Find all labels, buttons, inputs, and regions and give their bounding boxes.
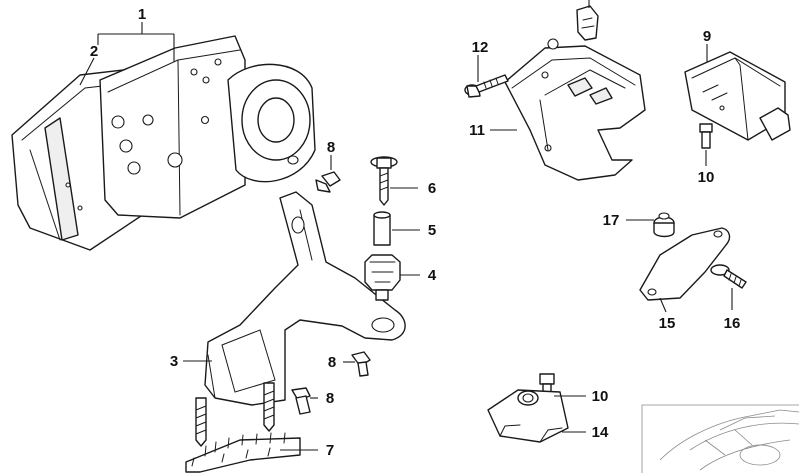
callout-4: 4 [428, 267, 437, 284]
screw-8-middle [351, 351, 371, 377]
control-unit-module [684, 51, 791, 141]
callout-11: 11 [469, 122, 485, 139]
leader-15 [659, 297, 667, 313]
callout-8-middle: 8 [328, 354, 336, 371]
rubber-mount [364, 254, 401, 301]
callout-numbers: 1 2 3 4 5 6 7 8 8 8 9 10 10 11 12 14 15 … [90, 6, 741, 459]
protective-cap-strip [185, 432, 301, 473]
callout-16: 16 [724, 315, 741, 332]
screw-8-upper [315, 171, 341, 193]
abs-mounting-bracket [195, 191, 406, 447]
vehicle-thumbnail [641, 404, 799, 473]
hex-bolt-with-washer [370, 156, 398, 206]
callout-8-lower: 8 [326, 390, 334, 407]
callout-17: 17 [603, 212, 620, 229]
callout-7: 7 [326, 442, 334, 459]
callout-2: 2 [90, 43, 98, 60]
callout-8-upper: 8 [327, 139, 335, 156]
callout-3: 3 [170, 353, 178, 370]
abs-hydraulic-unit [11, 35, 316, 251]
leader-lines [79, 0, 733, 451]
mounting-plate-15 [639, 227, 731, 301]
screw-8-lower [291, 387, 311, 415]
callout-1: 1 [138, 6, 146, 23]
callout-5: 5 [428, 222, 436, 239]
rubber-bushing-17 [653, 212, 675, 238]
callout-9: 9 [703, 28, 711, 45]
leader-2 [79, 57, 95, 86]
sensor-14 [487, 389, 569, 443]
screw-16 [710, 264, 747, 289]
callout-6: 6 [428, 180, 436, 197]
spacer-sleeve [373, 211, 391, 246]
callout-15: 15 [659, 315, 676, 332]
callout-14: 14 [592, 424, 609, 441]
callout-10-lower: 10 [592, 388, 609, 405]
callout-12: 12 [472, 39, 489, 56]
screw-10-upper [699, 123, 713, 149]
bolt-12 [464, 74, 509, 98]
sensor-bracket [504, 5, 646, 181]
leader-1 [97, 22, 175, 62]
callout-10-upper: 10 [698, 169, 715, 186]
